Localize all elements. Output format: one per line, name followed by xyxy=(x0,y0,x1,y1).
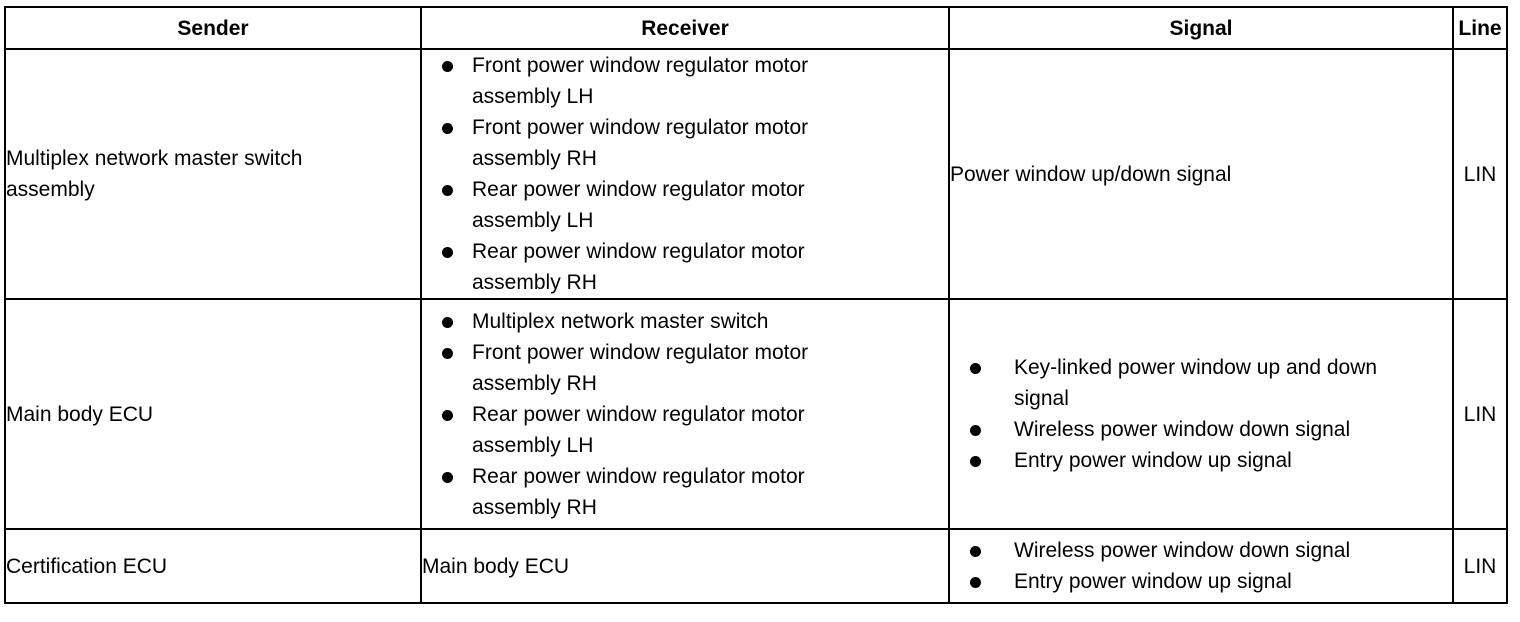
signal-list: Key-linked power window up and down sign… xyxy=(950,352,1452,476)
signal-cell: Key-linked power window up and down sign… xyxy=(948,298,1454,530)
signal-cell: Power window up/down signal xyxy=(948,48,1454,300)
line-cell: LIN xyxy=(1452,298,1508,530)
sender-cell: Multiplex network master switch assembly xyxy=(4,48,422,300)
receiver-item: Rear power window regulator motor assemb… xyxy=(422,236,852,298)
header-sender: Sender xyxy=(4,6,422,50)
receiver-item: Front power window regulator motor assem… xyxy=(422,112,852,174)
sender-cell: Certification ECU xyxy=(4,528,422,604)
receiver-list: Multiplex network master switch Front po… xyxy=(422,306,948,523)
header-signal: Signal xyxy=(948,6,1454,50)
receiver-item: Rear power window regulator motor assemb… xyxy=(422,461,852,523)
receiver-item: Multiplex network master switch xyxy=(422,306,852,337)
signal-list: Wireless power window down signal Entry … xyxy=(950,535,1452,597)
receiver-item: Rear power window regulator motor assemb… xyxy=(422,399,852,461)
receiver-cell: Main body ECU xyxy=(420,528,950,604)
table-row: Main body ECU Multiplex network master s… xyxy=(4,298,1508,530)
sender-cell: Main body ECU xyxy=(4,298,422,530)
header-line: Line xyxy=(1452,6,1508,50)
receiver-cell: Multiplex network master switch Front po… xyxy=(420,298,950,530)
table-row: Multiplex network master switch assembly… xyxy=(4,48,1508,300)
header-receiver: Receiver xyxy=(420,6,950,50)
line-cell: LIN xyxy=(1452,528,1508,604)
receiver-list: Front power window regulator motor assem… xyxy=(422,50,948,298)
line-cell: LIN xyxy=(1452,48,1508,300)
table-row: Certification ECU Main body ECU Wireless… xyxy=(4,528,1508,604)
receiver-item: Front power window regulator motor assem… xyxy=(422,337,852,399)
header-row: Sender Receiver Signal Line xyxy=(4,6,1508,50)
signal-item: Entry power window up signal xyxy=(950,566,1452,597)
signal-item: Wireless power window down signal xyxy=(950,535,1452,566)
receiver-item: Front power window regulator motor assem… xyxy=(422,50,852,112)
communication-table: Sender Receiver Signal Line Multiplex ne… xyxy=(4,6,1508,604)
receiver-cell: Front power window regulator motor assem… xyxy=(420,48,950,300)
signal-cell: Wireless power window down signal Entry … xyxy=(948,528,1454,604)
signal-item: Entry power window up signal xyxy=(950,445,1452,476)
signal-item: Key-linked power window up and down sign… xyxy=(950,352,1394,414)
receiver-item: Rear power window regulator motor assemb… xyxy=(422,174,852,236)
signal-item: Wireless power window down signal xyxy=(950,414,1452,445)
